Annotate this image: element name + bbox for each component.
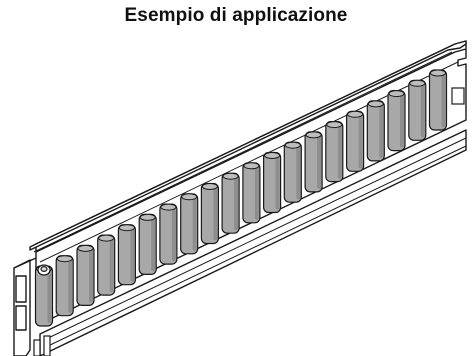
roller-top xyxy=(118,224,135,232)
roller xyxy=(428,69,448,131)
roller xyxy=(283,141,302,203)
roller-shading xyxy=(296,145,301,200)
roller xyxy=(346,110,365,172)
roller-top xyxy=(367,100,384,108)
roller-shading xyxy=(317,134,322,189)
roller-top xyxy=(430,69,446,77)
roller-shading xyxy=(130,227,135,282)
roller-top xyxy=(388,90,405,98)
roller-shading xyxy=(337,124,342,179)
roller xyxy=(180,193,199,255)
roller-top xyxy=(77,244,94,252)
roller-top xyxy=(409,79,426,87)
front-rail xyxy=(39,129,467,356)
roller-shading xyxy=(192,196,197,251)
roller xyxy=(387,89,406,152)
end-bracket xyxy=(13,257,37,356)
roller-shading xyxy=(358,114,363,169)
roller xyxy=(159,203,178,265)
roller-shading xyxy=(234,176,239,231)
roller-shading xyxy=(275,155,280,210)
roller-shading xyxy=(89,248,93,303)
roller xyxy=(76,244,95,306)
roller xyxy=(242,162,261,224)
roller-top xyxy=(160,203,177,211)
roller-shading xyxy=(420,83,425,138)
roller xyxy=(117,224,137,286)
roller-shading xyxy=(441,73,446,127)
roller-top xyxy=(201,183,218,190)
figure-title: Esempio di applicazione xyxy=(124,5,348,26)
mounting-feet xyxy=(33,87,465,356)
roller xyxy=(97,234,116,296)
roller-top xyxy=(264,152,281,159)
roller-shading xyxy=(68,258,73,313)
roller xyxy=(325,120,344,183)
roller-shading xyxy=(213,186,218,241)
roller-top xyxy=(139,213,156,221)
roller-shading xyxy=(379,103,384,158)
roller xyxy=(55,255,74,317)
roller-top xyxy=(222,172,239,180)
roller-top xyxy=(243,162,260,170)
roller-shading xyxy=(47,269,52,323)
roller-top xyxy=(56,255,73,263)
roller-top xyxy=(347,110,364,118)
roller-top xyxy=(305,131,322,139)
axle-cap-nut xyxy=(37,264,51,276)
roller-shading xyxy=(254,165,259,220)
roller-shading xyxy=(171,207,176,262)
roller-top xyxy=(284,141,301,149)
roller-top xyxy=(326,121,343,129)
roller xyxy=(221,172,240,234)
roller-shading xyxy=(109,238,114,293)
roller xyxy=(138,213,157,275)
roller-top xyxy=(181,193,198,201)
roller xyxy=(263,151,282,214)
roller-shading xyxy=(151,217,156,272)
roller xyxy=(200,182,219,245)
roller xyxy=(408,79,427,141)
roller-top xyxy=(98,234,115,242)
top-flange xyxy=(29,40,467,253)
roller xyxy=(366,100,385,162)
roller-shading xyxy=(400,93,404,148)
roller-group xyxy=(34,69,448,327)
roller xyxy=(304,131,323,193)
